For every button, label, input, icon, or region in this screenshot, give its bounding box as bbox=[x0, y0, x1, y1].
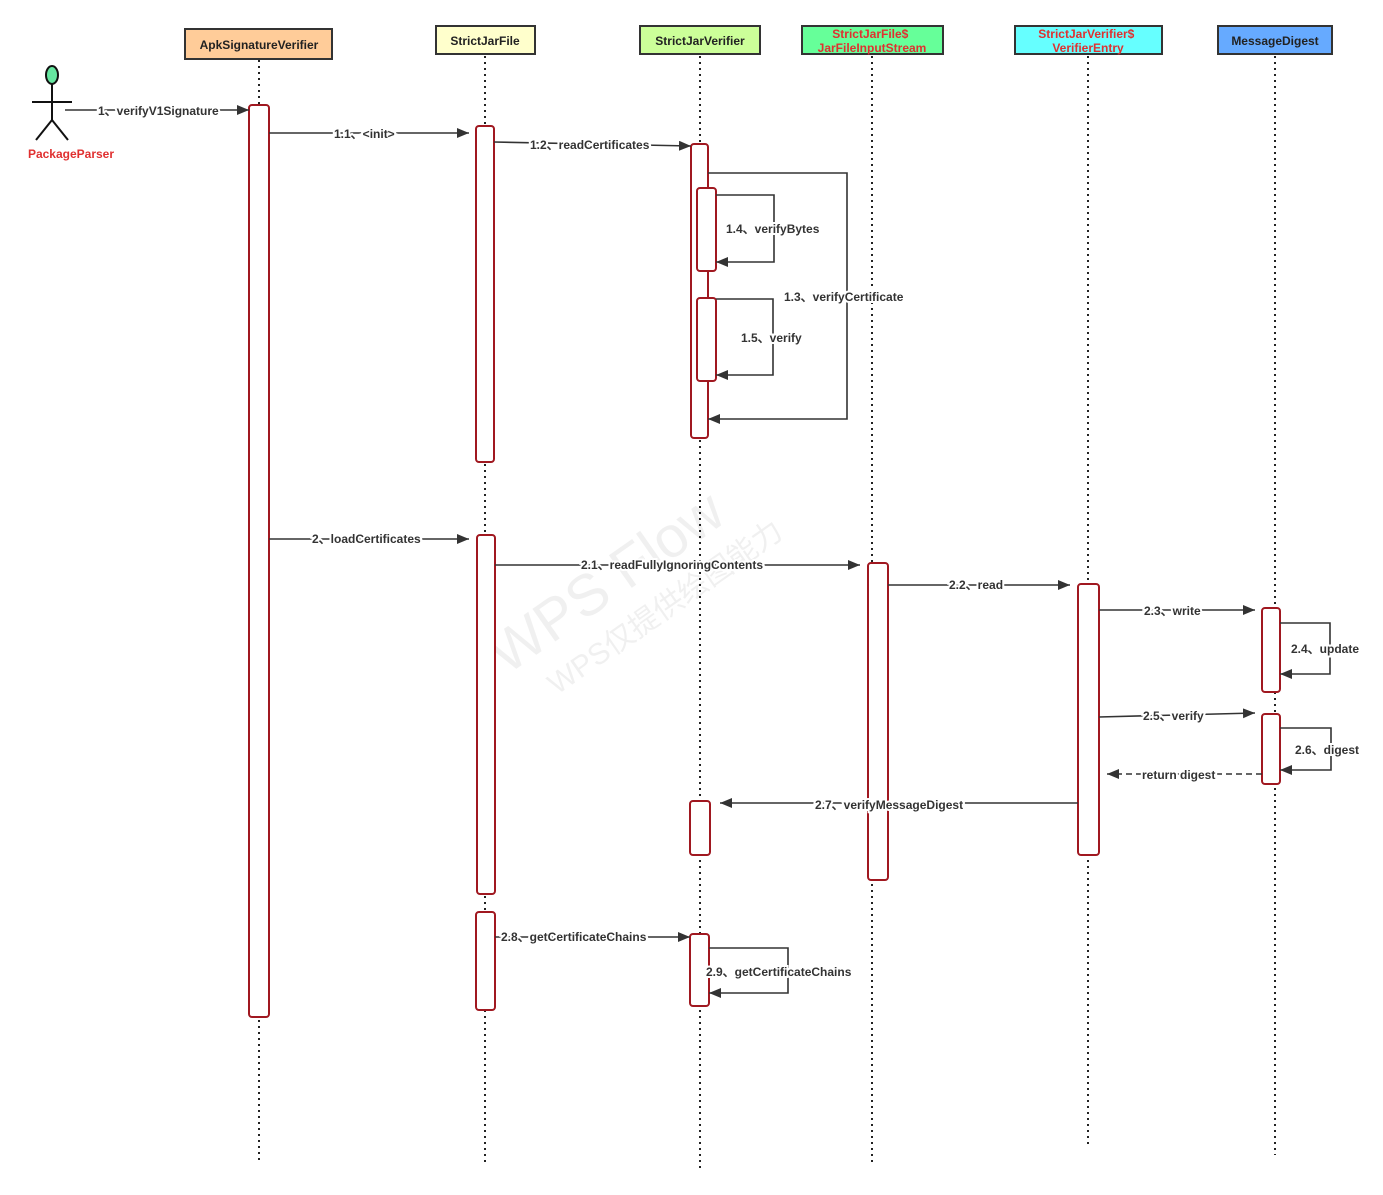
label-m23: 2.3、write bbox=[1144, 604, 1201, 618]
header-box-ve bbox=[1014, 25, 1163, 55]
label-m11: 1.1、<init> bbox=[334, 127, 395, 141]
label-m13: 1.3、verifyCertificate bbox=[784, 290, 904, 304]
arrow-m24 bbox=[1280, 622, 1331, 679]
activation-sjf-3 bbox=[475, 911, 496, 1011]
header-box-apk bbox=[184, 28, 333, 60]
activation-ve bbox=[1077, 583, 1100, 856]
header-label-apk: ApkSignatureVerifier bbox=[200, 38, 319, 52]
label-m27: 2.7、verifyMessageDigest bbox=[815, 798, 963, 812]
activation-sjv-nested-2 bbox=[696, 297, 717, 382]
activation-md-2 bbox=[1261, 713, 1281, 785]
header-label-md: MessageDigest bbox=[1231, 34, 1318, 48]
watermark: WPS Flow WPS仅提供绘图能力 bbox=[477, 477, 789, 701]
activation-md-1 bbox=[1261, 607, 1281, 693]
activation-apk bbox=[248, 104, 270, 1018]
header-label-sjv: StrictJarVerifier bbox=[655, 34, 745, 48]
lifeline-header-sjv[interactable]: StrictJarVerifier bbox=[639, 25, 761, 55]
label-m1: 1、verifyV1Signature bbox=[98, 104, 219, 118]
label-m15: 1.5、verify bbox=[741, 331, 802, 345]
actor-label: PackageParser bbox=[28, 147, 114, 161]
header-box-sjf bbox=[435, 25, 536, 55]
label-m22: 2.2、read bbox=[949, 578, 1003, 592]
label-m28: 2.8、getCertificateChains bbox=[501, 930, 647, 944]
activation-sjf-1 bbox=[475, 125, 495, 463]
arrow-m25 bbox=[1098, 708, 1256, 719]
header-box-sjv bbox=[639, 25, 761, 55]
header-box-jfis bbox=[801, 25, 944, 55]
label-m21: 2.1、readFullyIgnoringContents bbox=[581, 558, 763, 572]
header-label-jfis: StrictJarFile$ JarFileInputStream bbox=[818, 27, 927, 55]
arrow-m12 bbox=[493, 140, 692, 151]
label-mret: return digest bbox=[1142, 768, 1215, 782]
lifeline-header-apk[interactable]: ApkSignatureVerifier bbox=[184, 28, 333, 60]
actor-head bbox=[45, 65, 59, 85]
arrow-m26 bbox=[1280, 727, 1332, 775]
activations bbox=[248, 104, 1281, 1018]
lifeline-header-md[interactable]: MessageDigest bbox=[1217, 25, 1333, 55]
header-label-ve: StrictJarVerifier$ VerifierEntry bbox=[1038, 27, 1137, 55]
label-m25: 2.5、verify bbox=[1143, 709, 1204, 723]
message-labels: 1、verifyV1Signature 1.1、<init> 1.2、readC… bbox=[96, 102, 1361, 981]
header-box-md bbox=[1217, 25, 1333, 55]
label-m29: 2.9、getCertificateChains bbox=[706, 965, 852, 979]
arrow-m29 bbox=[709, 947, 789, 998]
lifeline-header-ve[interactable]: StrictJarVerifier$ VerifierEntry bbox=[1014, 25, 1163, 55]
lifeline-header-jfis[interactable]: StrictJarFile$ JarFileInputStream bbox=[801, 25, 944, 55]
label-m2: 2、loadCertificates bbox=[312, 532, 421, 546]
lifeline-header-sjf[interactable]: StrictJarFile bbox=[435, 25, 536, 55]
header-label-sjf: StrictJarFile bbox=[450, 34, 520, 48]
label-m12: 1.2、readCertificates bbox=[530, 138, 650, 152]
activation-sjv-2 bbox=[689, 800, 711, 856]
label-m14: 1.4、verifyBytes bbox=[726, 222, 820, 236]
label-m26: 2.6、digest bbox=[1295, 743, 1359, 757]
arrow-m13 bbox=[708, 172, 848, 424]
activation-sjv-nested-1 bbox=[696, 187, 717, 272]
arrow-m15 bbox=[716, 298, 774, 380]
activation-sjf-2 bbox=[476, 534, 496, 895]
message-lines bbox=[65, 105, 1332, 998]
activation-jfis bbox=[867, 562, 889, 881]
label-m24: 2.4、update bbox=[1291, 642, 1359, 656]
actor-right-leg bbox=[51, 119, 69, 141]
actor-left-leg bbox=[35, 119, 53, 141]
arrow-m14 bbox=[716, 194, 775, 267]
actor-packageparser[interactable] bbox=[32, 65, 72, 141]
activation-sjv-3 bbox=[689, 933, 710, 1007]
